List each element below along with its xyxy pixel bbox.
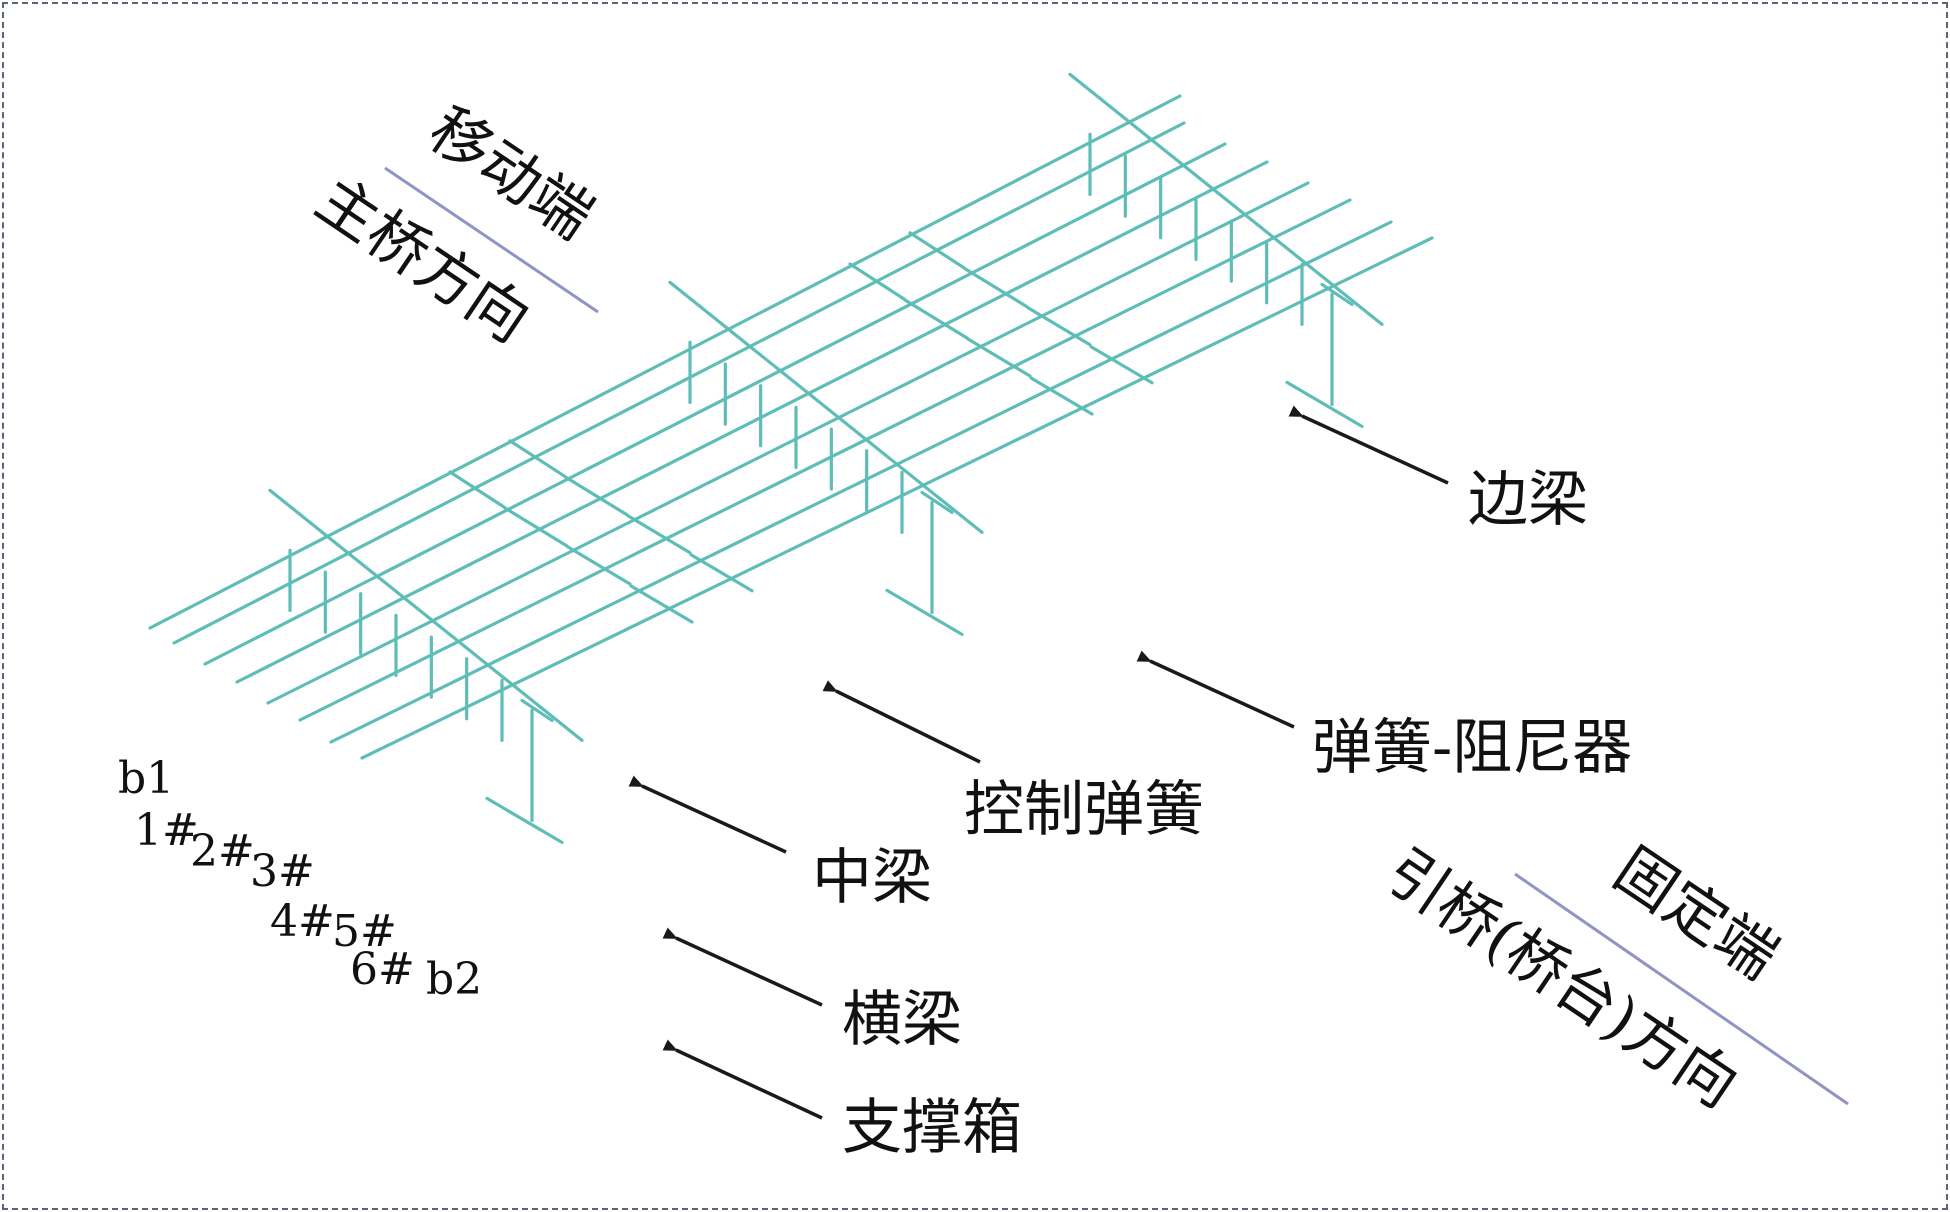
beam-label-3: 3#: [250, 846, 315, 897]
edge-beam-arrow: [1288, 405, 1449, 485]
cross-beam-2: [668, 280, 984, 535]
edge-beam-label: 边梁: [1468, 465, 1588, 535]
beam-label-b1: b1: [118, 753, 174, 804]
longitudinal-b1: [148, 94, 1182, 630]
longitudinal-beam-5: [298, 198, 1352, 722]
control-spring-arrow: [822, 680, 981, 764]
control-spring-1-3: [503, 506, 569, 548]
support-box-1: [485, 796, 564, 845]
control-spring-4-5: [1026, 306, 1092, 347]
longitudinal-beam-6: [329, 220, 1393, 744]
support-box-arrow: [662, 1039, 823, 1120]
cross-beam-label: 横梁: [842, 985, 962, 1055]
cross-beam-1: [268, 488, 584, 743]
beam-label-4: 4#: [270, 896, 335, 947]
fixed-end-label: 固定端: [1602, 834, 1790, 993]
support-box-3: [1285, 380, 1364, 428]
support-cap-3: [1320, 282, 1354, 306]
control-spring-1-7: [629, 584, 694, 624]
longitudinal-beam-1: [172, 121, 1186, 645]
middle-beam-arrow: [628, 775, 787, 854]
support-cap-2: [920, 490, 954, 515]
cross-beam-arrow: [662, 927, 823, 1007]
structure-model: [148, 72, 1434, 845]
fixed-end-divider: [1514, 872, 1849, 1106]
support-box-2: [885, 588, 964, 637]
longitudinal-beam-3: [235, 160, 1269, 684]
moving-end-divider: [384, 166, 599, 314]
control-spring-3-1: [848, 262, 906, 301]
longitudinal-beam-4: [266, 181, 1310, 705]
cross-beam-3: [1068, 72, 1384, 326]
longitudinal-b2: [360, 236, 1434, 760]
beam-label-1: 1#: [134, 805, 199, 856]
control-spring-1-5: [566, 545, 632, 586]
beam-label-6: 6#: [350, 944, 415, 995]
control-spring-2-3: [563, 475, 629, 517]
control-spring-1-1: [448, 470, 506, 509]
control-spring-4-1: [908, 231, 966, 270]
control-spring-2-7: [689, 553, 754, 593]
control-spring-2-1: [508, 439, 566, 478]
spring-damper-arrow: [1136, 650, 1295, 729]
control-spring-4-3: [963, 267, 1029, 309]
control-spring-label: 控制弹簧: [964, 775, 1204, 845]
control-spring-4-7: [1089, 345, 1154, 385]
beam-label-5: 5#: [332, 906, 397, 957]
control-spring-3-3: [903, 298, 969, 340]
support-cap-1: [520, 698, 554, 723]
middle-beam-label: 中梁: [812, 843, 932, 913]
beam-label-2: 2#: [190, 826, 255, 877]
support-box-label: 支撑箱: [842, 1093, 1022, 1163]
control-spring-3-5: [966, 337, 1032, 378]
control-spring-3-7: [1029, 376, 1094, 416]
longitudinal-beam-2: [203, 142, 1227, 666]
moving-end-label: 移动端: [417, 94, 605, 253]
control-spring-2-5: [626, 514, 692, 555]
beam-label-b2: b2: [426, 954, 482, 1005]
spring-damper-label: 弹簧-阻尼器: [1312, 713, 1632, 783]
